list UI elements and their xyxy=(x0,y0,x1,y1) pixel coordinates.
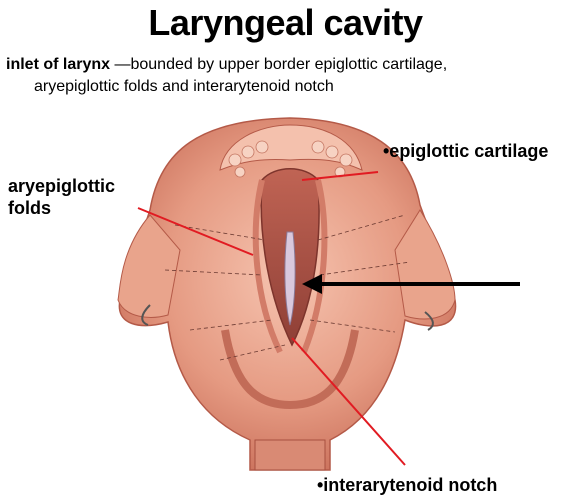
label-aryepiglottic-line-1: aryepiglottic xyxy=(8,175,115,197)
label-aryepiglottic-line-2: folds xyxy=(8,197,115,219)
label-interarytenoid-notch: •interarytenoid notch xyxy=(317,474,497,496)
trachea-base xyxy=(255,440,325,470)
label-aryepiglottic-folds: aryepiglottic folds xyxy=(8,175,115,219)
label-epiglottic-cartilage: •epiglottic cartilage xyxy=(383,140,548,162)
